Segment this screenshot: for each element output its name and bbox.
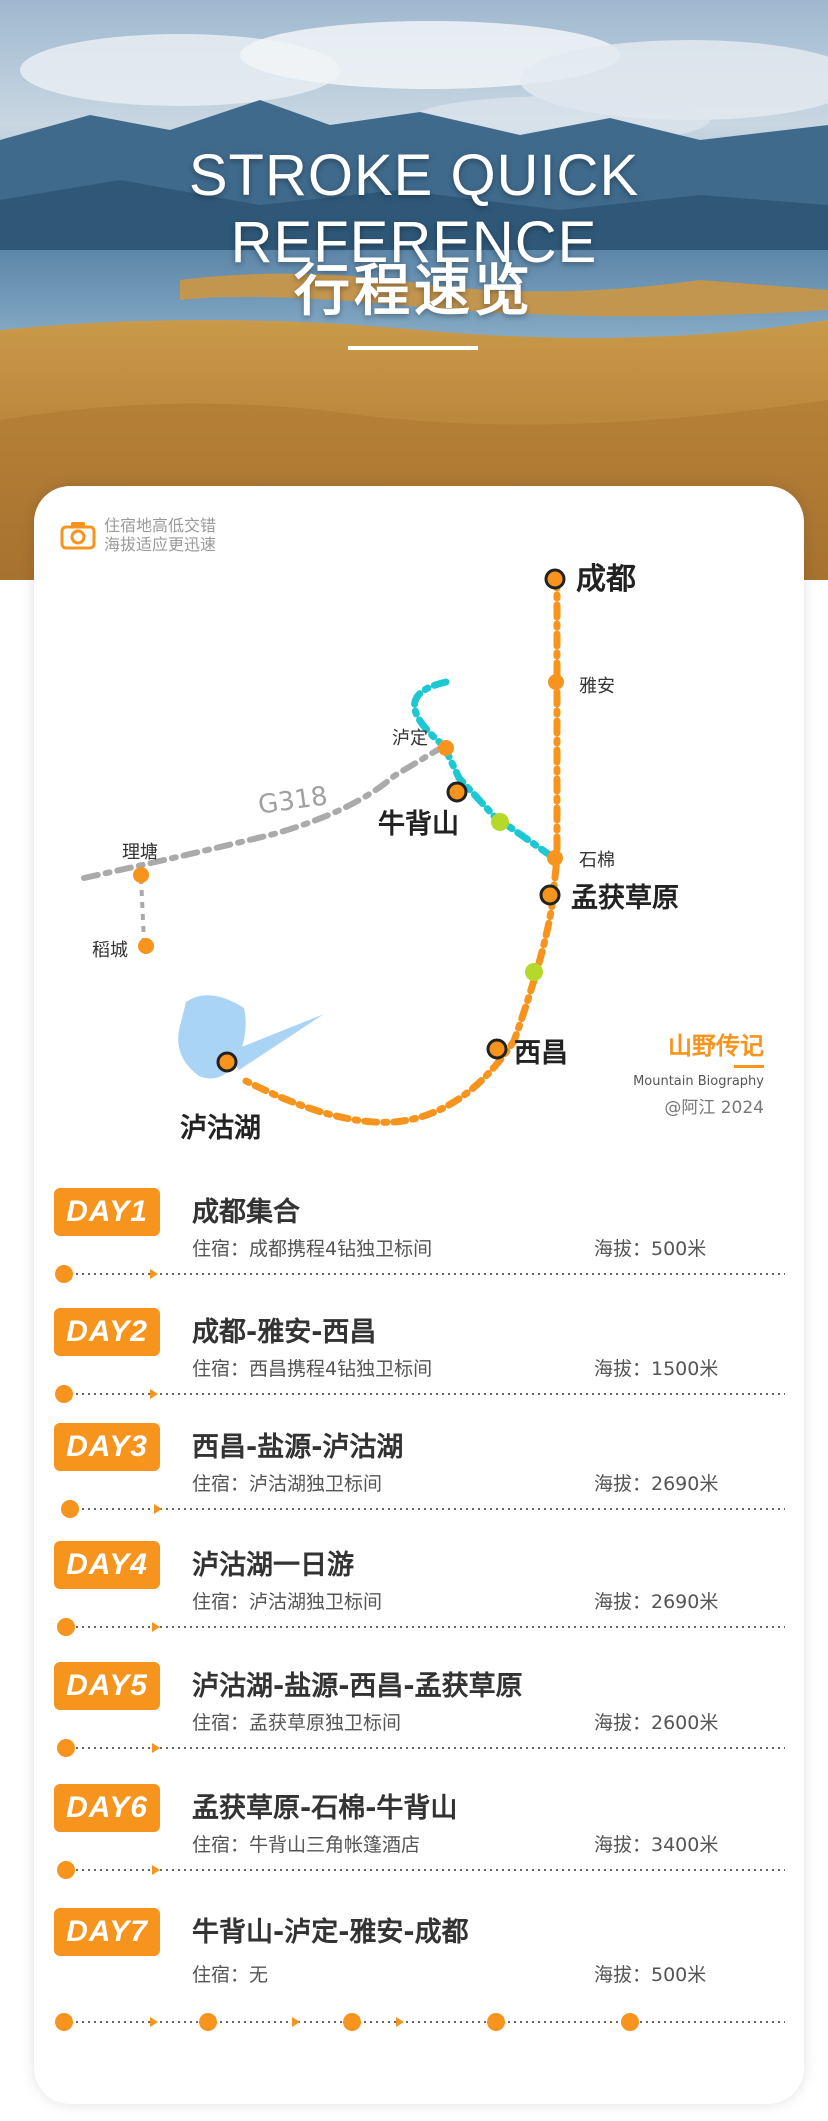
hero-title-en: STROKE QUICK REFERENCE <box>188 143 640 275</box>
day-stay: 住宿：泸沽湖独卫标间 <box>192 1473 383 1495</box>
day-item: DAY3 西昌-盐源-泸沽湖 住宿：泸沽湖独卫标间 海拔：2690米 <box>34 1423 804 1543</box>
node-niubeishan <box>446 781 468 803</box>
day-track <box>55 1385 785 1403</box>
day-altitude: 海拔：3400米 <box>594 1834 719 1856</box>
city-label-luding: 泸定 <box>392 728 428 749</box>
day-stay: 住宿：无 <box>192 1964 269 1986</box>
day-stay: 住宿：孟获草原独卫标间 <box>192 1712 402 1734</box>
camera-icon <box>60 522 96 550</box>
brand-name: 山野传记 <box>668 1032 764 1060</box>
day-badge: DAY4 <box>54 1541 160 1589</box>
day-altitude: 海拔：2690米 <box>594 1591 719 1613</box>
day-track <box>55 2013 785 2031</box>
day-stay: 住宿：泸沽湖独卫标间 <box>192 1591 383 1613</box>
city-label-niubeishan: 牛背山 <box>378 809 459 840</box>
day-badge: DAY7 <box>54 1908 160 1956</box>
hero-title-cn: 行程速览 <box>294 259 534 324</box>
day-badge: DAY2 <box>54 1308 160 1356</box>
node-yaan <box>548 674 564 690</box>
altitude-note: 住宿地高低交错 海拔适应更迅速 <box>60 516 216 554</box>
day-altitude: 海拔：500米 <box>594 1964 707 1986</box>
day-altitude: 海拔：500米 <box>594 1238 707 1260</box>
main-route <box>240 572 561 1126</box>
day-stay: 住宿：牛背山三角帐篷酒店 <box>192 1834 421 1856</box>
day-track <box>61 1500 785 1518</box>
lake-tail <box>229 1014 324 1070</box>
node-daocheng <box>138 938 154 954</box>
day-title: 孟获草原-石棉-牛背山 <box>192 1793 458 1824</box>
hero-underline <box>348 346 478 350</box>
city-label-yaan: 雅安 <box>579 676 615 697</box>
litang-daocheng-route <box>139 877 146 942</box>
brand-name-en: Mountain Biography <box>633 1074 764 1089</box>
day-stay: 住宿：成都携程4钻独卫标间 <box>192 1238 433 1260</box>
day-track <box>57 1861 785 1879</box>
city-label-chengdu: 成都 <box>576 562 636 597</box>
day-item: DAY6 孟获草原-石棉-牛背山 住宿：牛背山三角帐篷酒店 海拔：3400米 <box>34 1784 804 1904</box>
note-line-1: 住宿地高低交错 <box>104 516 217 535</box>
city-label-shimian: 石棉 <box>579 850 615 871</box>
city-label-litang: 理塘 <box>122 842 158 863</box>
day-item: DAY1 成都集合 住宿：成都携程4钻独卫标间 海拔：500米 <box>34 1188 804 1308</box>
city-label-lugu: 泸沽湖 <box>180 1113 261 1144</box>
day-altitude: 海拔：2600米 <box>594 1712 719 1734</box>
day-track <box>57 1618 785 1636</box>
luding-shimian-route <box>440 742 558 862</box>
g318-route <box>81 743 447 881</box>
note-line-2: 海拔适应更迅速 <box>104 535 217 554</box>
day-title: 泸沽湖一日游 <box>192 1550 354 1581</box>
brand-block: 山野传记 Mountain Biography @阿江 2024 <box>633 1026 764 1118</box>
node-luding <box>438 740 454 756</box>
node-lugu <box>216 1051 238 1073</box>
day-item: DAY5 泸沽湖-盐源-西昌-孟获草原 住宿：孟获草原独卫标间 海拔：2600米 <box>34 1662 804 1782</box>
day-altitude: 海拔：1500米 <box>594 1358 719 1380</box>
day-title: 泸沽湖-盐源-西昌-孟获草原 <box>192 1671 523 1702</box>
city-label-menghuo: 孟获草原 <box>571 883 679 914</box>
day-title: 成都集合 <box>192 1197 300 1228</box>
node-litang <box>133 867 149 883</box>
yaan-luding-route <box>411 678 450 750</box>
itinerary-card: 住宿地高低交错 海拔适应更迅速 G318 成都 雅安 泸定 牛背山 <box>34 486 804 2104</box>
day-title: 西昌-盐源-泸沽湖 <box>192 1432 404 1463</box>
node-xichang <box>486 1038 508 1060</box>
day-stay: 住宿：西昌携程4钻独卫标间 <box>192 1358 433 1380</box>
day-track <box>55 1265 785 1283</box>
day-badge: DAY3 <box>54 1423 160 1471</box>
day-item: DAY4 泸沽湖一日游 住宿：泸沽湖独卫标间 海拔：2690米 <box>34 1541 804 1661</box>
waypoint-icon <box>525 963 543 981</box>
day-item: DAY2 成都-雅安-西昌 住宿：西昌携程4钻独卫标间 海拔：1500米 <box>34 1308 804 1428</box>
day-altitude: 海拔：2690米 <box>594 1473 719 1495</box>
city-label-xichang: 西昌 <box>514 1038 568 1069</box>
day-title: 成都-雅安-西昌 <box>192 1317 377 1348</box>
waypoint-icon <box>491 813 509 831</box>
day-badge: DAY6 <box>54 1784 160 1832</box>
day-item: DAY7 牛背山-泸定-雅安-成都 住宿：无 海拔：500米 <box>34 1908 804 2068</box>
day-badge: DAY5 <box>54 1662 160 1710</box>
route-map <box>81 568 566 1126</box>
brand-credit: @阿江 2024 <box>664 1098 764 1118</box>
day-badge: DAY1 <box>54 1188 160 1236</box>
node-shimian <box>547 850 563 866</box>
node-chengdu <box>544 568 566 590</box>
day-track <box>57 1739 785 1757</box>
node-menghuo <box>539 884 561 906</box>
day-title: 牛背山-泸定-雅安-成都 <box>192 1917 469 1948</box>
city-label-daocheng: 稻城 <box>92 940 128 961</box>
brand-divider <box>734 1065 764 1068</box>
